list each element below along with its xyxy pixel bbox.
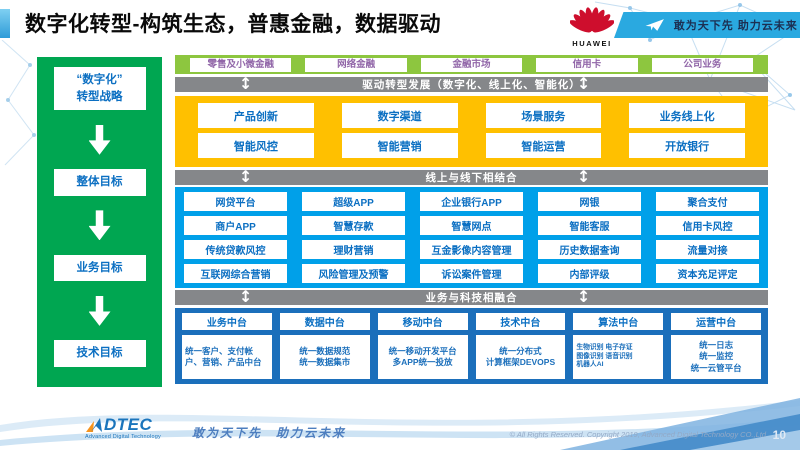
sidebar-item-strategy: “数字化” 转型战略	[53, 67, 146, 111]
platform-detail: 统一日志 统一监控 统一云管平台	[671, 335, 761, 379]
business-line: 信用卡	[536, 57, 638, 72]
platform-header: 数据中台	[279, 313, 370, 330]
down-arrow-icon	[88, 210, 111, 241]
strategy-sidebar: “数字化” 转型战略 整体目标 业务目标 技术目标	[37, 57, 162, 387]
application: 内部评级	[538, 264, 641, 283]
adtec-logo: DTEC Advanced Digital Technology	[85, 415, 161, 440]
updown-arrow-icon: ↕	[577, 287, 592, 306]
capabilities-section: 产品创新 数字渠道 场景服务 业务线上化 智能风控 智能营销 智能运营 开放银行	[175, 96, 768, 167]
business-line: 金融市场	[420, 57, 523, 72]
drive-transform-label: 驱动转型发展（数字化、线上化、智能化）	[362, 79, 581, 91]
adtec-wordmark: DTEC	[104, 415, 153, 434]
platform-detail: 统一客户、支付帐户、营销、产品中台	[182, 335, 272, 379]
adtec-subtitle: Advanced Digital Technology	[85, 434, 161, 440]
platform-detail: 生物识别 电子存证 图像识别 语音识别 机器人AI	[573, 335, 664, 379]
sidebar-item-tech-goal: 技术目标	[53, 340, 146, 367]
business-line: 零售及小微金融	[190, 57, 292, 72]
down-arrow-icon	[88, 124, 111, 155]
page-title: 数字化转型-构筑生态，普惠金融，数据驱动	[25, 13, 441, 36]
application: 互联网综合营销	[184, 264, 287, 283]
network-mesh-decoration	[1, 40, 36, 166]
capability: 智能营销	[341, 133, 458, 158]
platform-header: 技术中台	[475, 313, 566, 330]
platform-detail: 统一数据规范 统一数据集市	[279, 335, 370, 379]
tech-fusion-bar: ↕ 业务与科技相融合 ↕	[175, 287, 768, 306]
tech-fusion-label: 业务与科技相融合	[425, 292, 518, 304]
application: 理财营销	[302, 240, 405, 259]
application: 信用卡风控	[656, 216, 759, 235]
application: 资本充足评定	[656, 264, 759, 283]
capability: 业务线上化	[629, 103, 745, 128]
platform-detail: 统一移动开发平台 多APP统一投放	[377, 335, 468, 379]
capability: 开放银行	[629, 133, 745, 158]
paper-plane-icon	[645, 19, 664, 31]
down-arrow-icon	[88, 295, 111, 326]
capability: 场景服务	[485, 103, 602, 128]
updown-arrow-icon: ↕	[239, 167, 254, 186]
business-lines-row: 零售及小微金融 网络金融 金融市场 信用卡 公司业务	[175, 55, 768, 74]
platform-header: 移动中台	[377, 313, 468, 330]
application: 商户APP	[184, 216, 287, 235]
business-line: 网络金融	[305, 57, 407, 72]
platform-header: 算法中台	[573, 313, 664, 330]
application: 聚合支付	[656, 192, 759, 211]
applications-section: 网贷平台 超级APP 企业银行APP 网银 聚合支付 商户APP 智慧存款 智慧…	[175, 187, 768, 288]
sidebar-item-overall-goal: 整体目标	[53, 169, 146, 196]
capability: 智能运营	[485, 133, 602, 158]
copyright-text: © All Rights Reserved. Copyright 2019, A…	[509, 430, 767, 439]
application: 流量对接	[656, 240, 759, 259]
huawei-flower-icon	[569, 7, 615, 33]
sidebar-item-business-goal: 业务目标	[53, 254, 146, 282]
online-offline-label: 线上与线下相结合	[425, 172, 518, 184]
application: 诉讼案件管理	[420, 264, 523, 283]
platform-header: 运营中台	[671, 313, 761, 330]
application: 传统贷款风控	[184, 240, 287, 259]
updown-arrow-icon: ↕	[577, 167, 592, 186]
page-number: 10	[772, 428, 786, 442]
updown-arrow-icon: ↕	[239, 287, 254, 306]
huawei-wordmark: HUAWEI	[572, 39, 612, 48]
updown-arrow-icon: ↕	[577, 74, 592, 93]
banner-slogan: 敢为天下先 助力云未来	[673, 20, 798, 32]
application: 企业银行APP	[420, 192, 523, 211]
application: 智慧存款	[302, 216, 405, 235]
online-offline-bar: ↕ 线上与线下相结合 ↕	[175, 167, 768, 186]
application: 智慧网点	[420, 216, 523, 235]
capability: 数字渠道	[341, 103, 458, 128]
capability: 智能风控	[198, 133, 314, 158]
application: 网银	[538, 192, 641, 211]
footer-slogan: 敢为天下先 助力云未来	[192, 426, 347, 440]
application: 超级APP	[302, 192, 405, 211]
application: 智能客服	[538, 216, 641, 235]
title-accent-bar	[0, 9, 10, 38]
capability: 产品创新	[198, 103, 314, 128]
application: 风险管理及预警	[302, 264, 405, 283]
application: 历史数据查询	[538, 240, 641, 259]
business-line: 公司业务	[651, 57, 754, 72]
updown-arrow-icon: ↕	[239, 74, 254, 93]
drive-transform-bar: ↕ 驱动转型发展（数字化、线上化、智能化） ↕	[175, 74, 768, 93]
application: 互金影像内容管理	[420, 240, 523, 259]
huawei-logo: HUAWEI	[566, 3, 618, 48]
platform-detail: 统一分布式 计算框架DEVOPS	[475, 335, 566, 379]
platform-header: 业务中台	[182, 313, 272, 330]
header-banner: 敢为天下先 助力云未来	[614, 12, 800, 38]
platforms-section: 业务中台 数据中台 移动中台 技术中台 算法中台 运营中台 统一客户、支付帐户、…	[175, 308, 768, 384]
adtec-mark-icon	[86, 418, 102, 432]
application: 网贷平台	[184, 192, 287, 211]
